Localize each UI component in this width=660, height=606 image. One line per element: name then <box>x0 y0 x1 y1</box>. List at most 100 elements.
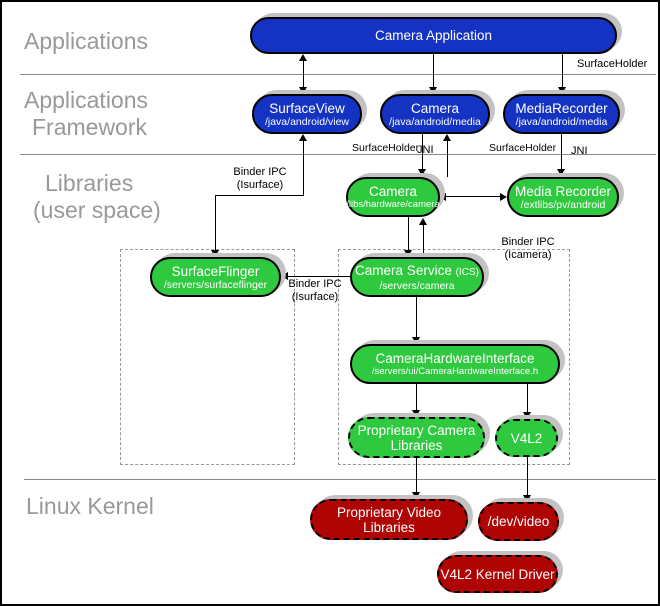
layer-label-text: Linux Kernel <box>26 493 154 519</box>
connector-app-camera <box>433 54 434 88</box>
connector-pcl-pvl <box>416 458 417 492</box>
layer-label-linux-kernel: Linux Kernel <box>26 493 154 520</box>
node-v4l2: V4L2 <box>495 419 558 457</box>
node-title: V4L2 Kernel Driver <box>440 566 555 582</box>
label-jni-right: JNI <box>571 145 588 157</box>
arrowhead-up-icon <box>419 218 427 225</box>
arrowhead-left-icon <box>439 193 446 201</box>
node-path: /servers/surfaceflinger <box>163 278 268 291</box>
node-title-line: Libraries <box>363 519 415 535</box>
node-camera-service: Camera Service (ICS) /servers/camera <box>350 257 484 297</box>
layer-label-applications: Applications <box>24 28 148 55</box>
layer-label-line: Applications <box>24 87 149 113</box>
connector-app-mediarecorder <box>562 54 563 88</box>
node-path: /servers/ui/CameraHardwareInterface.h <box>371 365 539 377</box>
node-camera-lib: Camera /libs/hardware/camera <box>346 177 440 217</box>
layer-divider <box>24 479 656 480</box>
node-path: /extlibs/pv/android <box>520 198 606 211</box>
node-camera-application: Camera Application <box>250 17 617 54</box>
arrowhead-down-icon <box>412 410 420 417</box>
label-binder-ipc-isurface-mid: Binder IPC (Isurface) <box>284 278 346 303</box>
camera-service-process-box <box>338 249 570 465</box>
label-surfaceholder-left: SurfaceHolder <box>352 142 420 154</box>
arrowhead-down-icon <box>429 87 437 94</box>
connector-chi-v4l2 <box>527 384 528 412</box>
node-title-line: Libraries <box>390 437 443 453</box>
surfaceflinger-process-box <box>120 249 295 465</box>
arrowhead-down-icon <box>523 412 531 419</box>
node-path: /servers/camera <box>379 279 455 292</box>
label-line: Binder IPC <box>501 236 555 248</box>
arrowhead-down-icon <box>404 250 412 257</box>
arrowhead-right-icon <box>500 193 507 201</box>
node-title: SurfaceFlinger <box>171 263 260 279</box>
node-surfaceflinger: SurfaceFlinger /servers/surfaceflinger <box>150 257 281 297</box>
node-dev-video: /dev/video <box>478 502 559 541</box>
layer-divider <box>20 74 656 75</box>
connector-cameralib-cameraservice-down <box>408 217 409 251</box>
label-line: (Icamera) <box>504 248 552 261</box>
arrowhead-up-icon <box>299 134 307 141</box>
connector-cameraservice-surfaceflinger <box>288 276 350 277</box>
node-path: /libs/hardware/camera <box>346 198 440 210</box>
node-title-line: Proprietary Video <box>336 504 442 520</box>
node-path: /java/android/media <box>389 115 481 128</box>
layer-divider <box>20 154 656 155</box>
label-line: (Isurface) <box>236 178 284 191</box>
connector-binder-isurface-vertical2 <box>215 195 216 251</box>
connector-v4l2-devvideo <box>527 457 528 495</box>
layer-label-libraries: Libraries (user space) <box>33 170 161 224</box>
node-title-text: Camera Service <box>355 262 452 278</box>
connector-chi-pcl <box>416 384 417 410</box>
node-title: Camera Service (ICS) <box>355 263 479 280</box>
node-title: CameraHardwareInterface <box>375 350 535 366</box>
node-camera-java: Camera /java/android/media <box>380 94 490 134</box>
arrowhead-down-icon <box>558 87 566 94</box>
node-title: /dev/video <box>487 514 550 529</box>
connector-binder-isurface-vertical1 <box>303 141 304 196</box>
node-title: SurfaceView <box>269 100 345 116</box>
arrowhead-up-icon <box>443 134 451 141</box>
connector-mediarecorderjava-mediarecorderlib <box>561 134 562 171</box>
node-proprietary-video-libraries: Proprietary Video Libraries <box>310 499 468 540</box>
node-title: Media Recorder <box>514 183 612 199</box>
arrowhead-down-icon <box>211 250 219 257</box>
node-path: /java/android/media <box>515 115 608 128</box>
connector-cameralib-mediarecorderlib <box>446 196 502 197</box>
node-title: MediaRecorder <box>515 100 608 116</box>
label-binder-ipc-isurface-top: Binder IPC (Isurface) <box>224 166 296 191</box>
arrowhead-down-icon <box>412 492 420 499</box>
connector-camerajava-cameralib-down <box>422 134 423 171</box>
connector-app-surfaceview <box>303 61 304 88</box>
node-camera-hardware-interface: CameraHardwareInterface /servers/ui/Came… <box>350 344 560 384</box>
label-line: Binder IPC <box>288 278 342 290</box>
arrowhead-down-icon <box>418 169 426 176</box>
label-jni-left: JNI <box>417 144 434 156</box>
arrowhead-down-icon <box>523 495 531 502</box>
node-title: V4L2 <box>510 430 543 446</box>
layer-label-applications-framework: Applications Framework <box>24 87 148 141</box>
connector-cameralib-camerajava-up <box>447 141 448 177</box>
node-title: Camera Application <box>374 28 493 43</box>
label-surfaceholder-right: SurfaceHolder <box>489 142 557 154</box>
arrowhead-left-icon <box>281 272 288 280</box>
label-binder-ipc-icamera: Binder IPC (Icamera) <box>494 236 562 261</box>
connector-binder-isurface-horizontal <box>215 195 304 196</box>
label-surfaceholder-top: SurfaceHolder <box>577 58 648 70</box>
arrowhead-down-icon <box>557 169 565 176</box>
layer-label-line: (user space) <box>33 197 161 223</box>
label-line: Binder IPC <box>233 166 287 178</box>
node-title: Camera <box>368 183 417 199</box>
label-line: (Isurface) <box>291 290 339 303</box>
node-v4l2-kernel-driver: V4L2 Kernel Driver <box>437 555 558 593</box>
arrowhead-down-icon <box>412 337 420 344</box>
connector-cameraservice-cameralib-up <box>423 225 424 257</box>
layer-label-line: Framework <box>32 114 148 140</box>
node-title-suffix: (ICS) <box>455 266 479 278</box>
node-media-recorder-lib: Media Recorder /extlibs/pv/android <box>507 177 619 217</box>
connector-cameraservice-chi <box>416 297 417 337</box>
node-surfaceview: SurfaceView /java/android/view <box>252 94 362 134</box>
node-mediarecorder-java: MediaRecorder /java/android/media <box>503 94 620 134</box>
node-proprietary-camera-libraries: Proprietary Camera Libraries <box>348 417 485 458</box>
